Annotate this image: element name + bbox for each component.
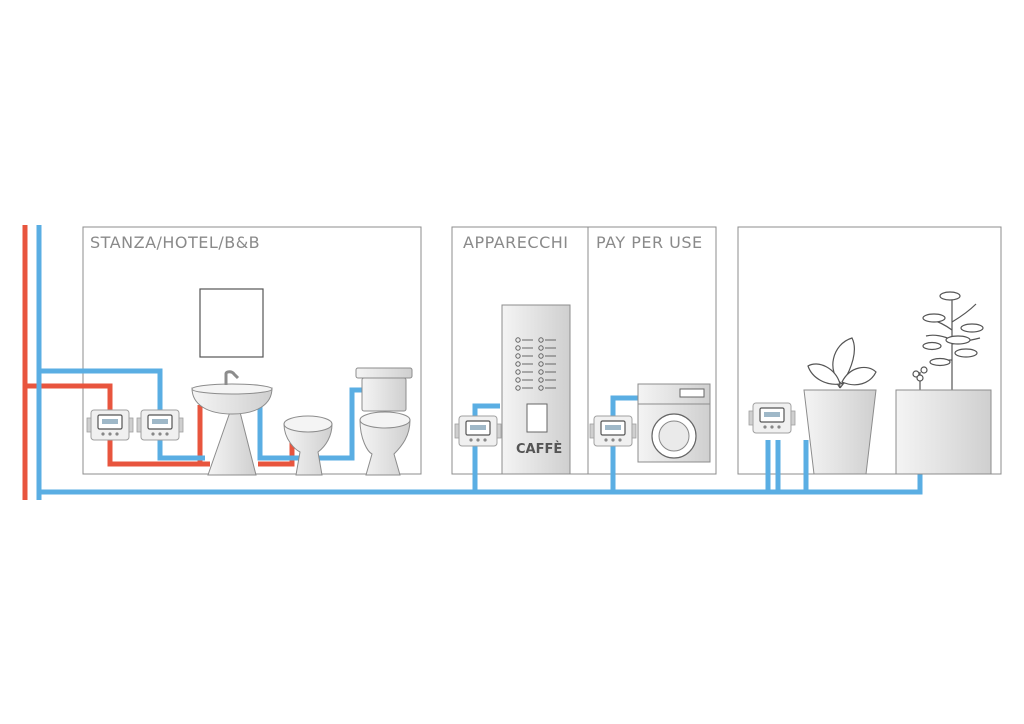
toilet-icon xyxy=(355,367,413,476)
washing-machine-icon xyxy=(637,383,711,463)
plant-pot-icon xyxy=(803,337,877,475)
room-hotel-label: STANZA/HOTEL/B&B xyxy=(90,233,260,252)
washbasin-icon xyxy=(191,370,273,476)
coffee-machine-icon xyxy=(501,304,571,475)
water-meter-icon xyxy=(589,415,637,447)
water-meter-icon xyxy=(748,402,796,434)
cold-water-toilet-feed xyxy=(340,387,368,461)
coffee-machine-label: CAFFÈ xyxy=(516,441,562,457)
tree-planter-icon xyxy=(895,291,992,475)
bidet-icon xyxy=(283,415,333,476)
hot-water-bidet-feed xyxy=(258,440,295,467)
water-meter-icon xyxy=(136,409,184,441)
cold-water-washer-feed xyxy=(610,395,638,492)
cold-water-coffee-feed xyxy=(472,403,500,492)
water-meter-icon xyxy=(86,409,134,441)
room-appliances-label: APPARECCHI xyxy=(463,233,568,252)
mirror-icon xyxy=(199,288,264,358)
water-meter-icon xyxy=(454,415,502,447)
room-pay-per-use-label: PAY PER USE xyxy=(596,233,703,252)
